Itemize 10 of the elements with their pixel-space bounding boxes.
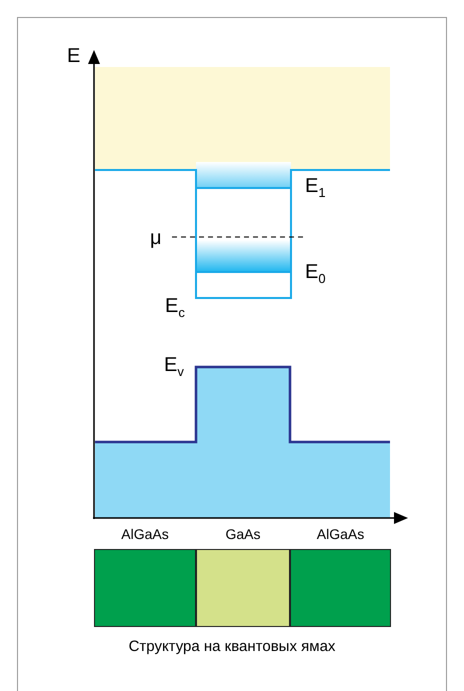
energy-level-label: E$_{v}$ xyxy=(164,355,184,378)
chemical-potential-label: μ xyxy=(150,228,162,248)
energy-level-label: E$_{c}$ xyxy=(165,296,185,319)
layer-label: GaAs xyxy=(224,525,262,543)
layer-label: AlGaAs xyxy=(120,525,170,543)
energy-level-label: E$_{0}$ xyxy=(305,262,326,285)
caption: Структура на квантовых ямах xyxy=(128,638,336,655)
layer-label: AlGaAs xyxy=(316,525,366,543)
energy-level-label: E$_{1}$ xyxy=(305,176,326,199)
axis-label: E xyxy=(67,46,80,66)
